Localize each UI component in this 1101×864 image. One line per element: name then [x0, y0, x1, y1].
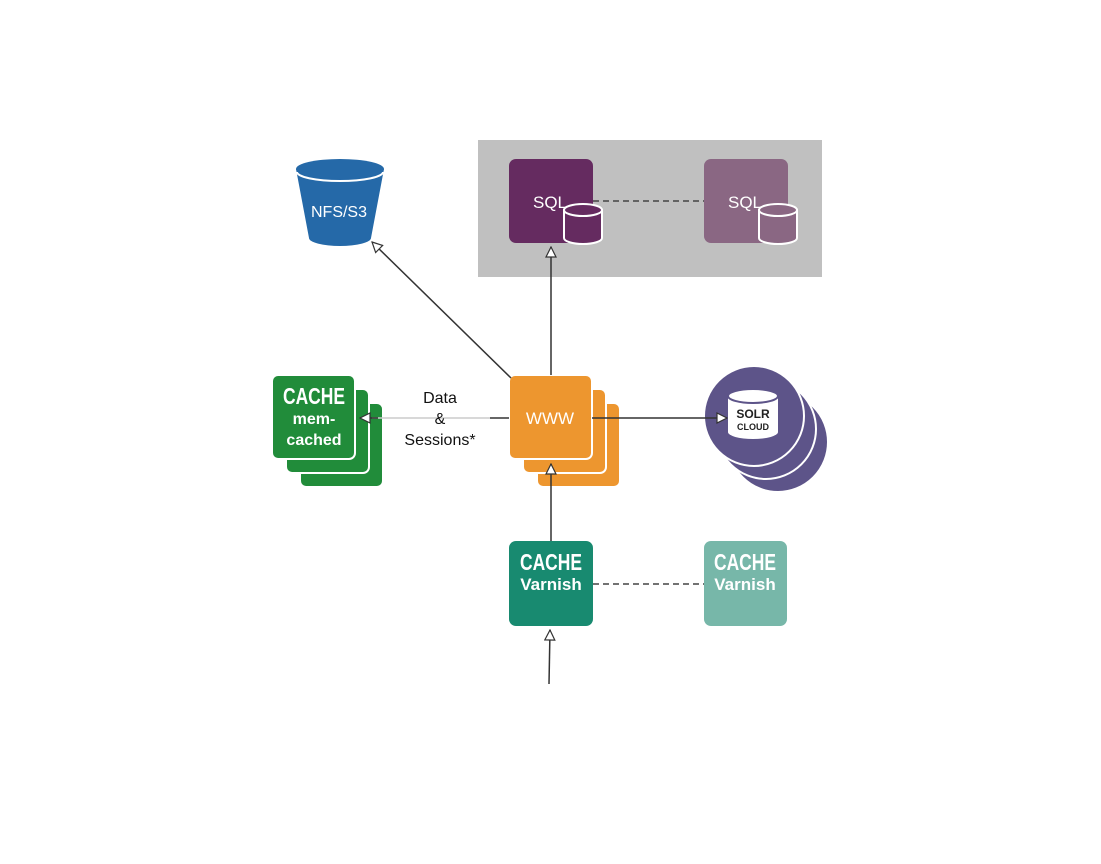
varnish-primary-title: CACHE	[520, 549, 582, 575]
sql-replica-node[interactable]: SQL	[704, 159, 798, 245]
data-sessions-line2: &	[435, 411, 446, 428]
solr-cloud-cluster[interactable]: SOLR CLOUD	[703, 365, 829, 493]
varnish-primary-subtitle: Varnish	[520, 575, 581, 594]
memcached-line1: mem-	[293, 411, 336, 428]
www-to-nfs-arrow	[372, 242, 512, 379]
database-cylinder-icon	[758, 203, 798, 245]
memcached-cache-stack[interactable]: CACHE mem- cached	[271, 374, 384, 488]
varnish-secondary-node[interactable]: CACHE Varnish	[704, 541, 787, 626]
nfs-s3-bucket[interactable]: NFS/S3	[296, 159, 384, 246]
data-sessions-label: Data & Sessions*	[404, 390, 475, 449]
memcached-title: CACHE	[283, 383, 345, 409]
www-label: WWW	[526, 409, 574, 428]
data-sessions-line1: Data	[423, 390, 457, 407]
incoming-to-varnish-arrow	[549, 630, 550, 685]
search-index-cylinder-icon	[727, 388, 779, 439]
database-cylinder-icon	[563, 203, 603, 245]
sql-replica-label: SQL	[728, 193, 762, 212]
solr-line1: SOLR	[736, 407, 770, 421]
varnish-primary-node[interactable]: CACHE Varnish	[509, 541, 593, 626]
varnish-secondary-title: CACHE	[714, 549, 776, 575]
varnish-secondary-subtitle: Varnish	[714, 575, 775, 594]
solr-line2: CLOUD	[737, 422, 769, 432]
sql-primary-node[interactable]: SQL	[509, 159, 603, 245]
data-sessions-line3: Sessions*	[404, 432, 475, 449]
sql-primary-label: SQL	[533, 193, 567, 212]
www-server-stack[interactable]: WWW	[508, 374, 621, 488]
memcached-line2: cached	[286, 432, 341, 449]
nfs-s3-label: NFS/S3	[311, 204, 367, 221]
